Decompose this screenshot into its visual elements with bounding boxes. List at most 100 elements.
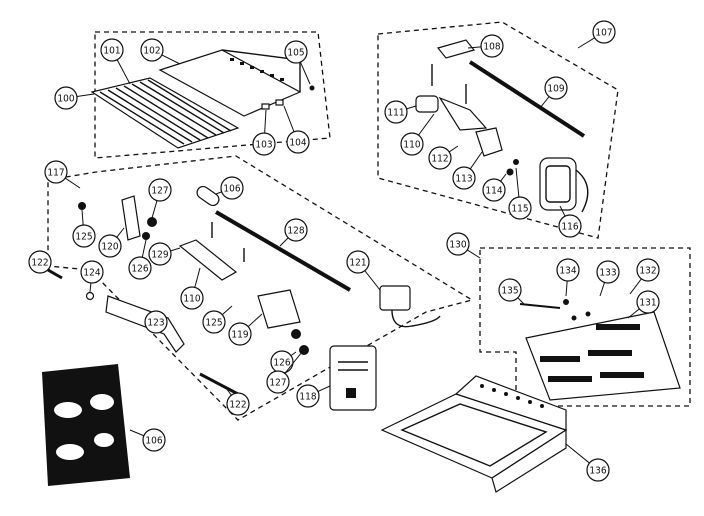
callout-105: 105 (284, 40, 311, 85)
callout-number: 106 (145, 436, 162, 447)
callout-number: 133 (599, 268, 616, 279)
callout-bubble (220, 176, 244, 200)
callout-leader (469, 151, 483, 170)
callout-115: 115 (508, 167, 532, 220)
callout-leader (500, 173, 507, 182)
callout-number: 132 (639, 266, 656, 277)
callout-bubble (428, 146, 452, 170)
callout-bubble (592, 20, 616, 44)
part-133-134-fasteners (563, 299, 591, 321)
callout-bubble (296, 384, 320, 408)
callout-bubble (544, 76, 568, 100)
callout-bubble (286, 130, 310, 154)
callout-bubble (128, 256, 152, 280)
callout-leader (467, 249, 481, 259)
callout-103: 103 (252, 109, 276, 156)
callout-number: 104 (289, 138, 306, 149)
group-100-shelf-assembly (90, 31, 331, 159)
callout-leader (215, 191, 222, 195)
callout-bubble (556, 258, 580, 282)
callout-number: 102 (143, 46, 160, 57)
callout-bubble (226, 392, 250, 416)
callout-110a: 110 (400, 113, 435, 156)
callout-122a: 122 (28, 250, 52, 274)
callout-number: 113 (455, 174, 472, 185)
callout-leader (64, 177, 81, 189)
callout-132: 132 (629, 258, 660, 295)
callout-bubble (28, 250, 52, 274)
callout-bubble (140, 38, 164, 62)
callout-133: 133 (596, 260, 620, 297)
callout-number: 110 (403, 140, 420, 151)
callout-number: 123 (147, 318, 164, 329)
callout-leader (116, 227, 125, 238)
callout-121: 121 (346, 250, 381, 291)
callout-136: 136 (565, 443, 610, 482)
part-106-roller (196, 185, 220, 207)
part-116-motor (539, 157, 589, 213)
callout-106b: 106 (129, 428, 166, 452)
callout-leader (565, 443, 590, 464)
callout-leader (467, 46, 482, 49)
part-106-booklet (42, 364, 130, 486)
part-131-grid-bars (540, 324, 644, 382)
callout-bubble (72, 224, 96, 248)
callout-118: 118 (296, 384, 331, 408)
callout-number: 108 (483, 42, 500, 53)
callout-bubble (202, 310, 226, 334)
callout-number: 126 (131, 264, 148, 275)
callout-number: 105 (287, 48, 304, 59)
group-117-assembly (47, 155, 474, 421)
callout-bubble (498, 278, 522, 302)
callout-leader (283, 105, 295, 132)
callout-leader (116, 59, 131, 85)
callout-126b: 126 (270, 350, 297, 374)
callout-bubble (284, 218, 308, 242)
callout-123: 123 (144, 310, 168, 334)
callout-leader (161, 54, 181, 65)
callout-number: 128 (287, 226, 304, 237)
part-120-bracket (121, 195, 141, 241)
callout-bubble (452, 166, 476, 190)
part-135-rod (519, 303, 561, 309)
callout-112: 112 (428, 145, 459, 170)
part-101-ribbed-tray (90, 77, 240, 149)
callout-bubble (284, 40, 308, 64)
group-100-outline (94, 31, 331, 159)
part-105-screw (309, 85, 315, 91)
callout-leader (221, 305, 233, 316)
callout-bubble (636, 258, 660, 282)
callout-bubble (480, 34, 504, 58)
callout-leader (76, 93, 95, 97)
callout-number: 114 (485, 186, 502, 197)
callout-129: 129 (148, 242, 181, 266)
callout-number: 110 (183, 294, 200, 305)
callout-leader (599, 282, 605, 297)
callout-135: 135 (498, 278, 525, 305)
callout-leader (565, 280, 568, 297)
callout-125b: 125 (202, 305, 233, 334)
callout-120: 120 (98, 227, 125, 258)
callout-leader (364, 270, 381, 291)
callout-leader (129, 429, 145, 437)
group-107-outline (377, 21, 619, 239)
part-122-spring (199, 372, 239, 396)
part-122-pin (47, 268, 63, 280)
callout-number: 129 (151, 250, 168, 261)
callout-104: 104 (283, 105, 310, 154)
callout-108: 108 (467, 34, 504, 58)
callout-number: 120 (101, 242, 118, 253)
callout-number: 101 (103, 46, 120, 57)
group-130-assembly (479, 247, 691, 407)
callout-124: 124 (80, 260, 104, 293)
callout-bubble (346, 250, 370, 274)
callout-leader (279, 237, 289, 247)
callout-leader (418, 113, 435, 136)
callout-107: 107 (577, 20, 616, 49)
callout-bubble (400, 132, 424, 156)
callout-bubble (44, 160, 68, 184)
callout-bubble (596, 260, 620, 284)
callout-number: 130 (449, 240, 466, 251)
callout-number: 107 (595, 28, 612, 39)
